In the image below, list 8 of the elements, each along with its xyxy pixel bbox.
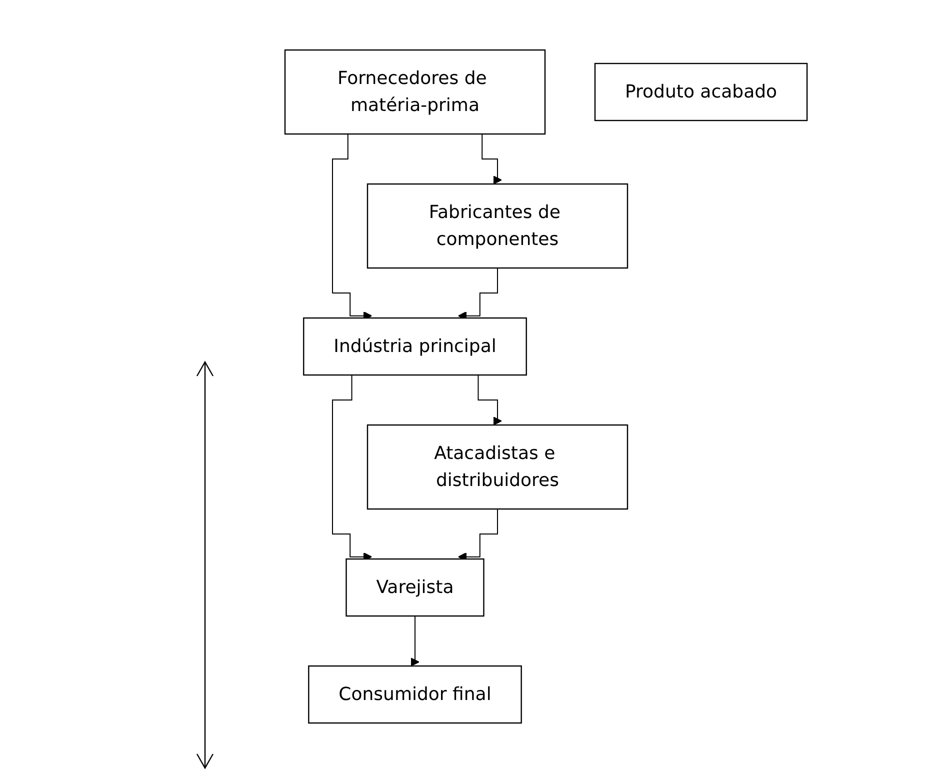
- node-box: Produto acabado: [594, 62, 808, 121]
- node-box: Atacadistas e distribuidores: [366, 424, 628, 510]
- node-box: Fornecedores de matéria-prima: [284, 48, 546, 134]
- node-box: Fabricantes de componentes: [366, 182, 628, 268]
- node-box: Consumidor final: [308, 664, 522, 724]
- arrow: [410, 615, 420, 666]
- node-box: Varejista: [346, 558, 484, 616]
- node-box: Indústria principal: [303, 316, 527, 376]
